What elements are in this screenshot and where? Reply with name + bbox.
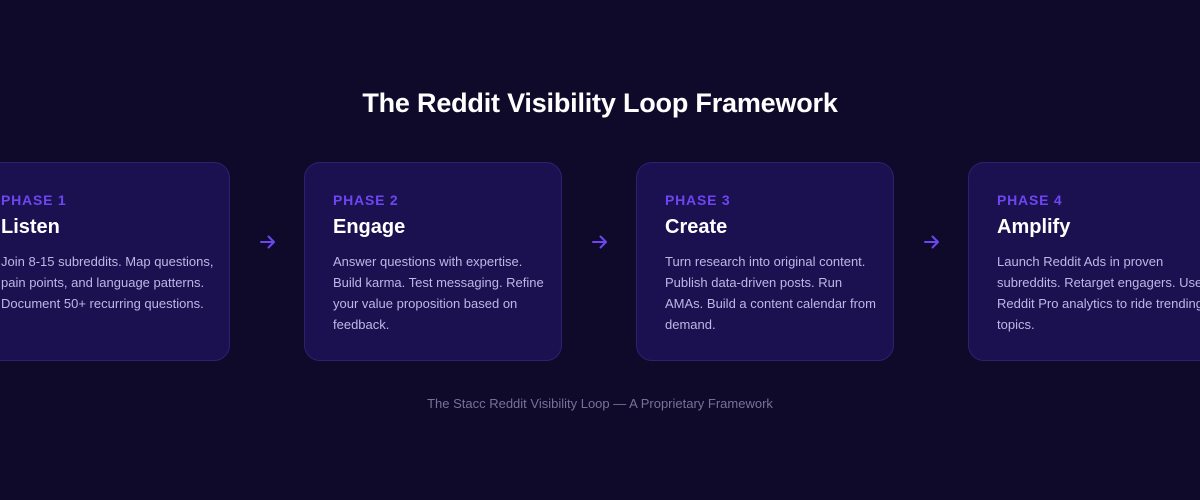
framework-title: The Reddit Visibility Loop Framework [362,88,838,118]
phase-name: Amplify [997,216,1071,238]
arrow-right-icon [258,232,278,252]
phase-label: PHASE 1 [1,192,67,208]
phase-card-create: PHASE 3 Create Turn research into origin… [636,162,894,361]
phase-name: Listen [1,216,60,238]
phase-description: Answer questions with expertise. Build k… [333,254,544,332]
phase-card-listen: PHASE 1 Listen Join 8-15 subreddits. Map… [0,162,230,361]
phase-description: Join 8-15 subreddits. Map questions, pai… [1,254,214,311]
phase-card-amplify: PHASE 4 Amplify Launch Reddit Ads in pro… [968,162,1200,361]
phase-label: PHASE 4 [997,192,1063,208]
phase-label: PHASE 3 [665,192,731,208]
framework-footer: The Stacc Reddit Visibility Loop — A Pro… [427,396,773,411]
arrow-right-icon [590,232,610,252]
phase-name: Create [665,216,728,238]
arrow-right-icon [922,232,942,252]
phase-label: PHASE 2 [333,192,399,208]
phase-description: Turn research into original content. Pub… [665,254,876,332]
phase-card-engage: PHASE 2 Engage Answer questions with exp… [304,162,562,361]
phase-name: Engage [333,216,406,238]
phase-description: Launch Reddit Ads in proven subreddits. … [997,254,1200,332]
